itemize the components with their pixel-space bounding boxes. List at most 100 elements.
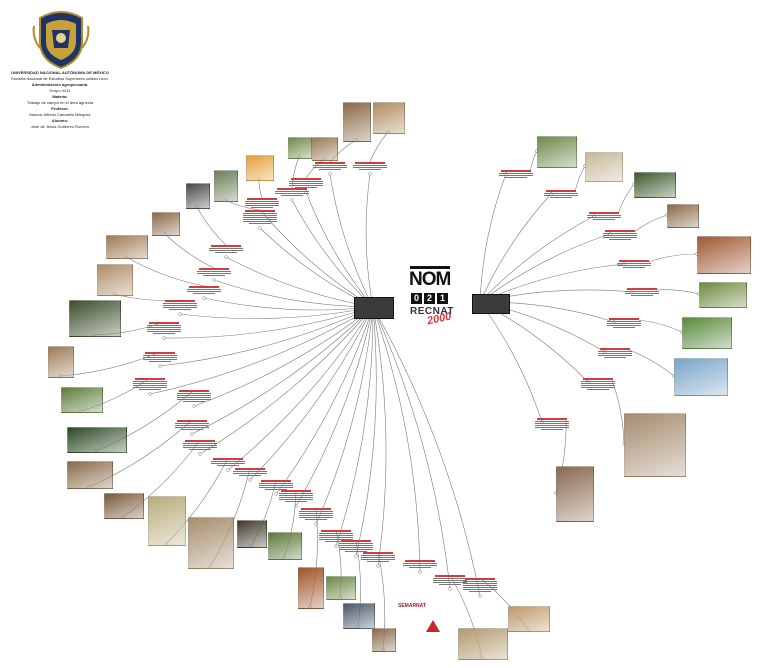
connector-line bbox=[259, 227, 374, 308]
branch-label bbox=[533, 418, 571, 431]
branch-label bbox=[317, 530, 355, 543]
branch-photo bbox=[246, 155, 274, 181]
branch-label bbox=[173, 420, 211, 431]
branch-photo bbox=[372, 628, 396, 652]
branch-label bbox=[273, 188, 311, 197]
branch-photo bbox=[624, 413, 686, 477]
branch-label bbox=[207, 245, 245, 254]
connector-line bbox=[191, 306, 374, 435]
branch-photo bbox=[69, 300, 121, 337]
hub-right bbox=[472, 294, 510, 314]
branch-photo bbox=[674, 358, 728, 396]
connector-arrow bbox=[290, 198, 294, 202]
connector-arrow bbox=[190, 432, 194, 436]
branch-label bbox=[615, 260, 653, 269]
branch-label bbox=[337, 540, 375, 553]
teacher-label: Profesor: bbox=[51, 106, 69, 111]
subject-label: Materia: bbox=[52, 94, 68, 99]
connector-arrow bbox=[158, 364, 162, 368]
logo-digit: 1 bbox=[437, 293, 448, 304]
connector-line bbox=[213, 279, 374, 308]
branch-photo bbox=[326, 576, 356, 600]
branch-label bbox=[209, 458, 247, 467]
title-block: UNIVERSIDAD NACIONAL AUTÓNOMA DE MÉXICO … bbox=[4, 70, 116, 130]
branch-photo bbox=[186, 183, 210, 209]
branch-label bbox=[145, 322, 183, 335]
connector-arrow bbox=[178, 312, 182, 316]
university-name: UNIVERSIDAD NACIONAL AUTÓNOMA DE MÉXICO bbox=[11, 70, 109, 75]
hub-left bbox=[354, 297, 394, 319]
branch-photo bbox=[312, 137, 338, 161]
connector-line bbox=[125, 256, 205, 287]
connector-line bbox=[479, 233, 611, 303]
branch-photo bbox=[148, 496, 186, 546]
branch-label bbox=[243, 198, 281, 209]
connector-line bbox=[355, 306, 377, 557]
branch-label bbox=[585, 212, 623, 221]
connector-line bbox=[199, 306, 374, 455]
connector-line bbox=[655, 289, 700, 295]
branch-label bbox=[161, 300, 199, 311]
connector-line bbox=[149, 306, 374, 395]
branch-photo bbox=[537, 136, 577, 168]
connector-line bbox=[372, 306, 421, 573]
connector-line bbox=[335, 306, 374, 547]
connector-line bbox=[479, 301, 543, 423]
connector-line bbox=[227, 306, 374, 471]
branch-photo bbox=[667, 204, 699, 228]
branch-photo bbox=[458, 628, 508, 660]
logo-digit: 0 bbox=[411, 293, 422, 304]
connector-line bbox=[647, 253, 698, 263]
semarnat-logo: SEMARNAT bbox=[398, 603, 426, 609]
branch-photo bbox=[106, 235, 148, 259]
connector-line bbox=[369, 131, 389, 163]
connector-arrow bbox=[376, 564, 380, 568]
connector-arrow bbox=[192, 404, 196, 408]
logo-digit: 2 bbox=[424, 293, 435, 304]
connector-line bbox=[275, 306, 374, 495]
branch-label bbox=[601, 230, 639, 241]
branch-photo bbox=[61, 387, 103, 413]
connector-arrow bbox=[248, 478, 252, 482]
connector-line bbox=[372, 306, 387, 567]
branch-photo bbox=[682, 317, 732, 349]
connector-line bbox=[291, 199, 374, 308]
connector-line bbox=[164, 233, 215, 269]
connector-line bbox=[261, 211, 374, 308]
branch-photo bbox=[214, 170, 238, 202]
connector-line bbox=[196, 206, 227, 246]
branch-label bbox=[351, 162, 389, 171]
branch-label bbox=[141, 352, 179, 363]
connector-arrow bbox=[224, 255, 228, 259]
connector-line bbox=[159, 306, 374, 367]
connector-line bbox=[628, 349, 675, 377]
connector-line bbox=[479, 215, 595, 303]
branch-label bbox=[596, 348, 634, 359]
connector-line bbox=[225, 256, 374, 308]
branch-label bbox=[461, 578, 499, 593]
branch-label bbox=[297, 508, 335, 521]
branch-label bbox=[359, 552, 397, 563]
branch-photo bbox=[288, 137, 312, 159]
branch-label bbox=[181, 440, 219, 451]
branch-photo bbox=[373, 102, 405, 134]
branch-photo bbox=[556, 466, 594, 522]
warning-sign-icon bbox=[426, 620, 440, 632]
connector-line bbox=[179, 306, 374, 319]
program-name: Administración agropecuaria. bbox=[31, 82, 89, 87]
branch-photo bbox=[152, 212, 180, 236]
connector-arrow bbox=[478, 594, 482, 598]
branch-photo bbox=[343, 102, 371, 142]
branch-label bbox=[131, 378, 169, 391]
branch-photo bbox=[268, 532, 302, 560]
branch-photo bbox=[97, 264, 133, 296]
branch-photo bbox=[67, 461, 113, 489]
branch-label bbox=[401, 560, 439, 569]
connector-arrow bbox=[354, 554, 358, 558]
logo-word: NOM bbox=[409, 269, 451, 290]
subject-name: Trabajo de campo en el área agrícola bbox=[26, 100, 94, 105]
connector-arrow bbox=[334, 544, 338, 548]
connector-line bbox=[529, 150, 538, 173]
connector-line bbox=[305, 191, 374, 308]
connector-line bbox=[329, 173, 374, 308]
